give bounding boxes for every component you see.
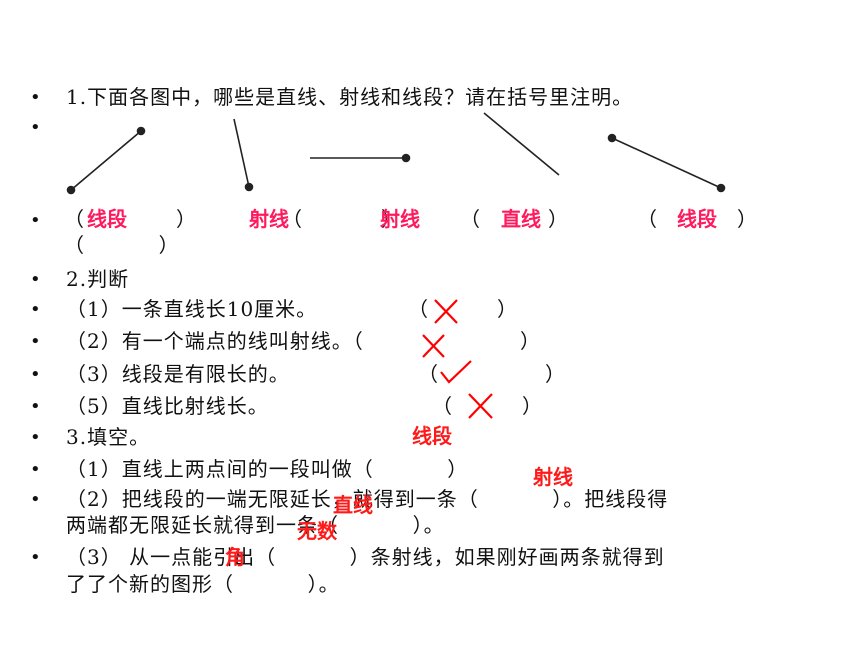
q1-answer-5: 线段 (677, 207, 717, 231)
cross-mark-2 (422, 334, 445, 358)
bullet: • (30, 459, 41, 480)
q3-answer-1: 线段 (412, 424, 452, 448)
bullet: • (30, 87, 41, 108)
q2-item-1-open: （ (408, 297, 429, 321)
figure-line (483, 112, 560, 176)
q2-item-5: （5）直线比射线长。 (66, 394, 269, 418)
q2-item-5-open: （ (432, 394, 453, 418)
q2-item-3-open: （ (418, 362, 439, 386)
q1-bracket-close-1: ） (176, 207, 197, 231)
bullet: • (30, 299, 41, 320)
q2-title: 2.判断 (66, 267, 130, 291)
q1-bracket-open-3: （ (460, 207, 481, 231)
q2-item-5-close: ） (522, 394, 543, 418)
figure-segment-2 (611, 137, 722, 189)
q3-answer-5: 角 (225, 545, 245, 569)
endpoint-dot (136, 126, 146, 136)
bullet: • (30, 331, 41, 352)
endpoint-dot (716, 183, 726, 193)
q3-title: 3.填空。 (66, 425, 151, 449)
q2-item-1: （1）一条直线长10厘米。 (66, 297, 318, 321)
q1-answer-1: 线段 (87, 207, 127, 231)
cross-mark-1 (434, 299, 458, 324)
bullet: • (30, 547, 41, 568)
endpoint-dot (607, 133, 617, 143)
check-mark (440, 360, 472, 384)
q2-item-3: （3）线段是有限长的。 (66, 362, 290, 386)
bullet: • (30, 396, 41, 417)
figure-ray-1 (233, 118, 250, 188)
q3-item-1: （1）直线上两点间的一段叫做（ ） (66, 457, 469, 481)
q3-item-3-line-2: 了了个新的图形（ ）。 (66, 572, 340, 596)
q1-bracket-open-4: （ (637, 207, 658, 231)
bullet: • (30, 117, 41, 138)
bullet: • (30, 489, 41, 510)
q1-bracket-close-4: ） (737, 207, 758, 231)
q1-bracket-open-1: （ (64, 207, 85, 231)
q1-answer-2: 射线 (249, 207, 289, 231)
q1-bracket-close-2: ） (381, 207, 402, 231)
endpoint-dot (244, 182, 254, 192)
q3-answer-3: 直线 (333, 493, 373, 517)
endpoint-dot (401, 153, 411, 163)
q2-item-1-close: ） (497, 297, 518, 321)
q2-item-3-close: ） (545, 362, 566, 386)
q3-item-2-line-1: （2）把线段的一端无限延长，就得到一条（ ）。把线段得 (66, 487, 669, 511)
cross-mark-3 (468, 393, 493, 419)
q1-answer-3: 射线 (380, 207, 420, 231)
bullet: • (30, 269, 41, 290)
q3-item-2-line-2: 两端都无限延长就得到一条（ ）。 (66, 513, 445, 537)
q3-answer-4: 无数 (297, 519, 337, 543)
bullet: • (30, 364, 41, 385)
q2-item-2-close: ） (520, 329, 541, 353)
q1-bracket-close-3: ） (548, 207, 569, 231)
endpoint-dot (66, 185, 76, 195)
q1-answer-4: 直线 (501, 207, 541, 231)
q1-second-row: （ ） (64, 233, 180, 257)
q3-answer-2: 射线 (533, 465, 573, 489)
q1-bracket-open-2: （ (282, 207, 303, 231)
figure-segment-1 (70, 130, 142, 191)
q2-item-2: （2）有一个端点的线叫射线。（ (66, 329, 364, 353)
bullet: • (30, 210, 41, 231)
q1-prompt: 1.下面各图中，哪些是直线、射线和线段？请在括号里注明。 (66, 85, 634, 109)
bullet: • (30, 427, 41, 448)
q3-item-3-line-1: （3） 从一点能引出（ ）条射线，如果刚好画两条就得到 (66, 545, 665, 569)
